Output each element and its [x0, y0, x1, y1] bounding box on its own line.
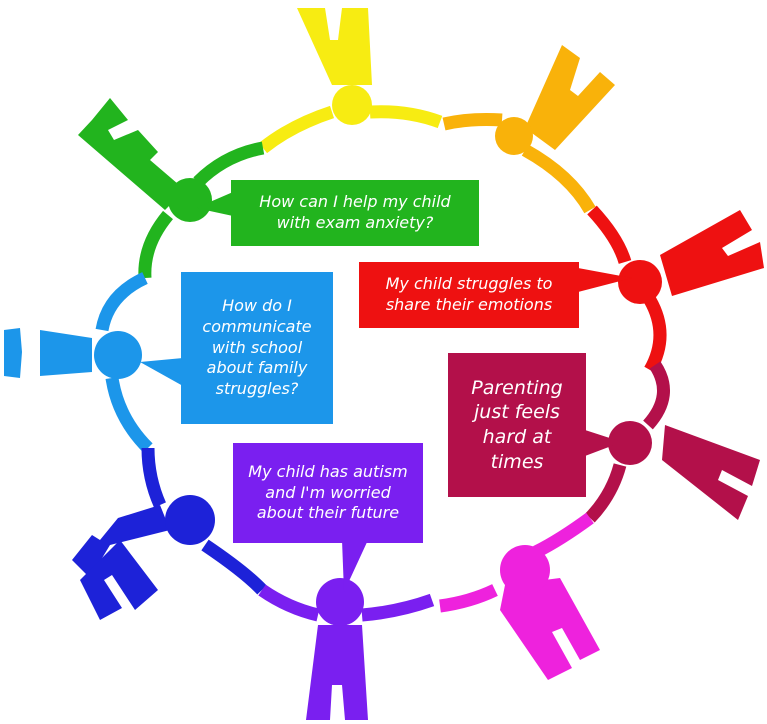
- bubble-tail-maroon: [585, 430, 622, 456]
- arm-blue-bottom: [105, 376, 153, 453]
- arm-orange-right: [521, 144, 596, 214]
- figure-green: [78, 98, 212, 222]
- bubble-tail-purple: [342, 540, 368, 592]
- figure-maroon: [608, 421, 760, 520]
- figure-red: [618, 210, 764, 304]
- figure-navy: [72, 495, 215, 620]
- speech-bubble-autism-future: My child has autism and I'm worried abou…: [233, 443, 423, 543]
- arm-green-bottom: [138, 210, 174, 279]
- arm-maroon-bottom: [585, 463, 627, 523]
- speech-bubble-communicate-school: How do I communicate with school about f…: [181, 272, 333, 424]
- speech-bubble-exam-anxiety: How can I help my child with exam anxiet…: [231, 180, 479, 246]
- arm-yellow-right: [369, 105, 443, 129]
- bubble-tail-red: [578, 268, 632, 292]
- arm-navy-top: [141, 447, 166, 508]
- arm-magenta-top: [533, 512, 594, 558]
- arm-red-top: [587, 205, 632, 265]
- arm-purple-right: [361, 593, 435, 622]
- arm-orange-left: [442, 113, 503, 131]
- bubble-tail-green: [196, 192, 233, 216]
- arm-yellow-left: [258, 105, 335, 154]
- figure-yellow: [297, 8, 372, 125]
- figure-magenta: [500, 545, 600, 680]
- arm-red-bottom: [644, 296, 667, 374]
- arm-green-top: [193, 141, 265, 187]
- arm-magenta-bottom: [439, 584, 498, 613]
- arm-blue-top: [95, 272, 148, 332]
- figure-blue: [4, 328, 142, 379]
- speech-bubble-share-emotions: My child struggles to share their emotio…: [359, 262, 579, 328]
- bubble-tail-blue: [140, 358, 183, 386]
- arm-purple-left: [258, 584, 320, 622]
- speech-bubble-parenting-hard: Parenting just feels hard at times: [448, 353, 586, 497]
- figure-orange: [495, 45, 615, 155]
- figure-purple: [306, 578, 368, 720]
- arm-navy-bottom: [201, 539, 267, 595]
- arm-maroon-top: [643, 361, 670, 430]
